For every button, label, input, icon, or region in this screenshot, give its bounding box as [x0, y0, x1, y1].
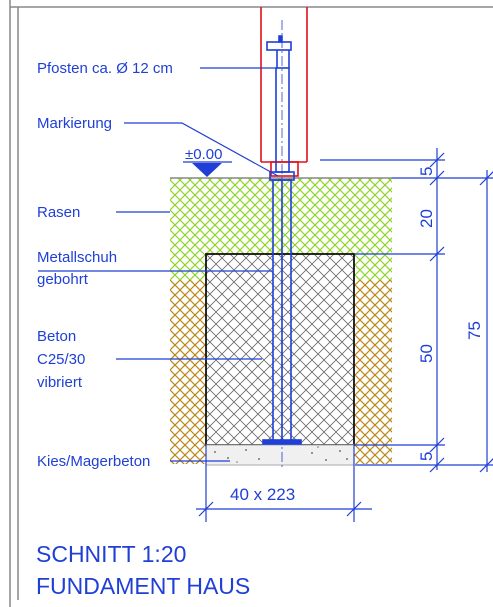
label-concrete-line1: Beton [37, 328, 76, 345]
annotations [38, 67, 279, 462]
dim-75-total: 75 [465, 321, 484, 340]
dim-5-top: 5 [417, 167, 436, 176]
level-triangle-icon [192, 163, 222, 177]
level-marker: ±0.00 [183, 146, 232, 177]
drawing-frame [9, 0, 493, 607]
label-concrete-line2: C25/30 [37, 351, 85, 368]
concrete-foundation [205, 253, 355, 446]
title-line2: FUNDAMENT HAUS [36, 573, 250, 599]
label-gravel: Kies/Magerbeton [37, 453, 150, 470]
title-line1: SCHNITT 1:20 [36, 541, 186, 567]
dim-width: 40 x 223 [230, 485, 295, 504]
dim-5-bottom: 5 [417, 452, 436, 461]
dim-20: 20 [417, 209, 436, 228]
label-lawn: Rasen [37, 204, 80, 221]
label-concrete-line3: vibriert [37, 374, 83, 391]
label-shoe-line2: gebohrt [37, 271, 89, 288]
horizontal-dimension [196, 445, 372, 522]
vertical-dimensions [320, 148, 493, 473]
post-outline [260, 7, 308, 177]
gravel-layer [205, 444, 355, 466]
label-shoe-line1: Metallschuh [37, 249, 117, 266]
label-post: Pfosten ca. Ø 12 cm [37, 60, 173, 77]
level-label: ±0.00 [185, 146, 222, 163]
dim-50: 50 [417, 344, 436, 363]
label-marking: Markierung [37, 115, 112, 132]
